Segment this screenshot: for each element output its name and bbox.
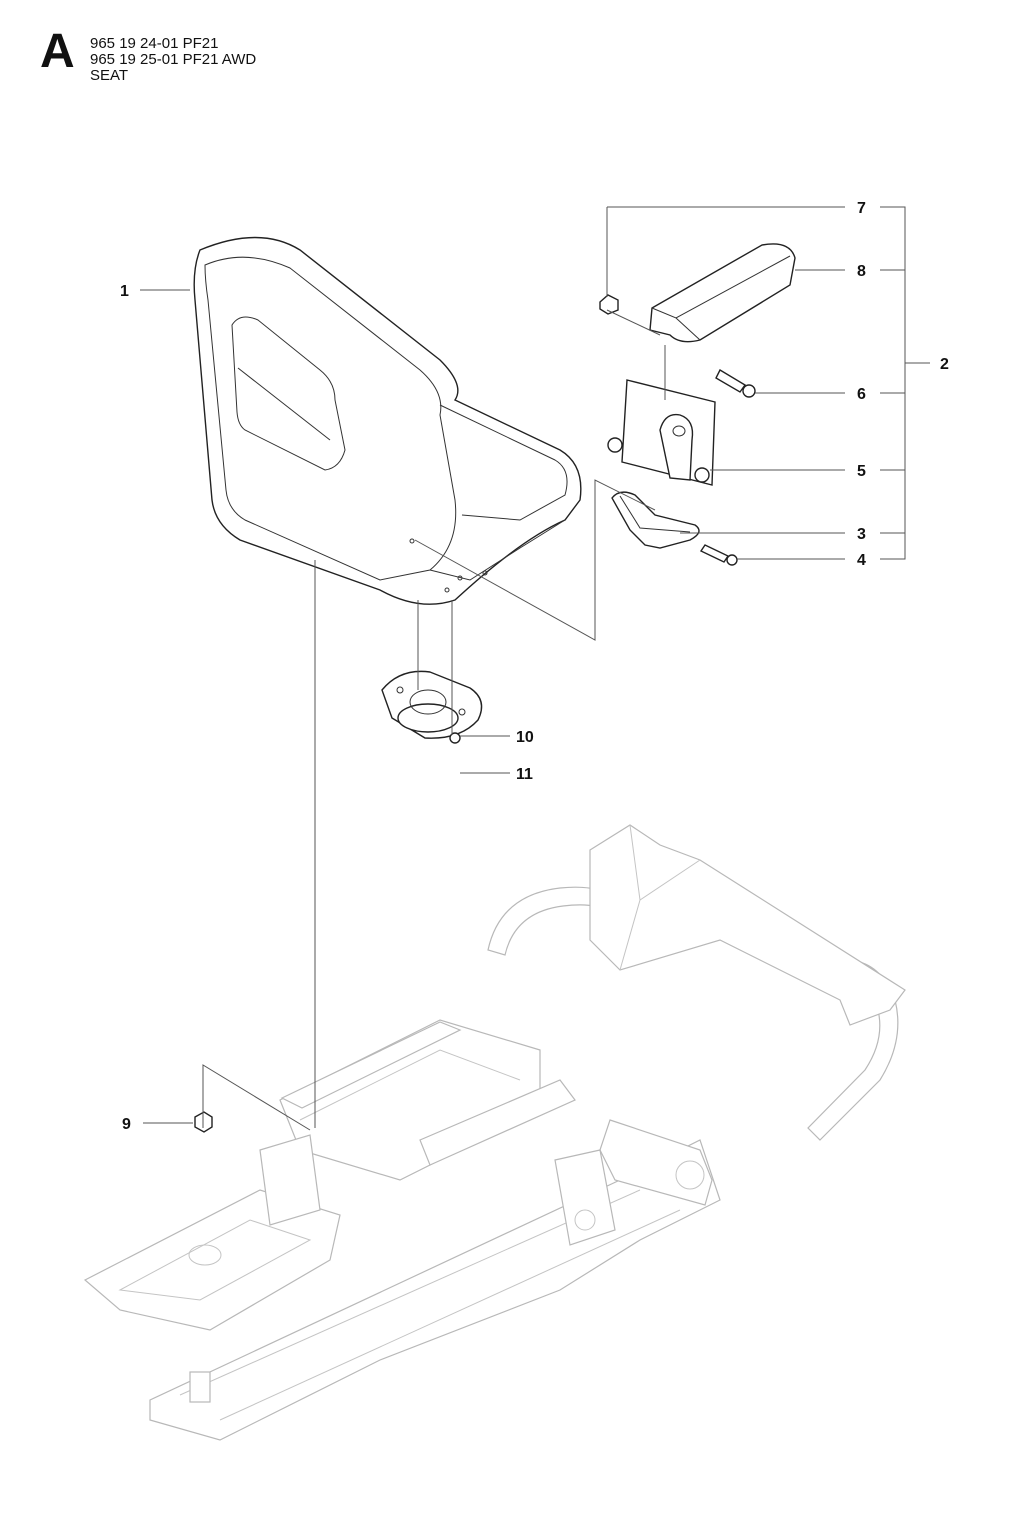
callout-7: 7 [857,200,866,217]
callout-5: 5 [857,463,866,480]
callout-1: 1 [120,283,129,300]
armrest-pad-part-8 [649,243,796,343]
model-line-2: 965 19 25-01 PF21 AWD [90,51,257,68]
nut-part-7 [599,294,619,315]
header-text-block: 965 19 24-01 PF21 965 19 25-01 PF21 AWD … [90,36,256,84]
callout-11: 11 [516,766,533,783]
callout-8: 8 [857,263,866,280]
armrest-bracket-part-3 [611,491,700,549]
callout-2: 2 [940,356,949,373]
section-letter: A [40,25,75,78]
callout-9: 9 [122,1116,131,1133]
callout-3: 3 [857,526,866,543]
model-line-1: 965 19 24-01 PF21 [90,35,219,52]
screw-shank-part-4 [699,544,730,563]
tractor-frame [83,824,906,1441]
bolt-shank-part-6 [715,369,747,393]
armrest-mount-part-5 [607,379,716,486]
callout-10: 10 [516,729,534,746]
screw-part-11 [449,732,461,744]
callout-6: 6 [857,386,866,403]
alignment-lines [202,309,666,1131]
callout-4: 4 [857,552,866,569]
callout-labels: 1 2 3 4 5 6 7 8 9 10 11 [120,200,949,1133]
hardware-small-parts [194,294,756,1133]
assembly-title: SEAT [90,67,129,84]
seat-part-1 [193,236,582,605]
seat-swivel-part-10 [381,670,483,744]
callout-leaders [140,206,930,1124]
